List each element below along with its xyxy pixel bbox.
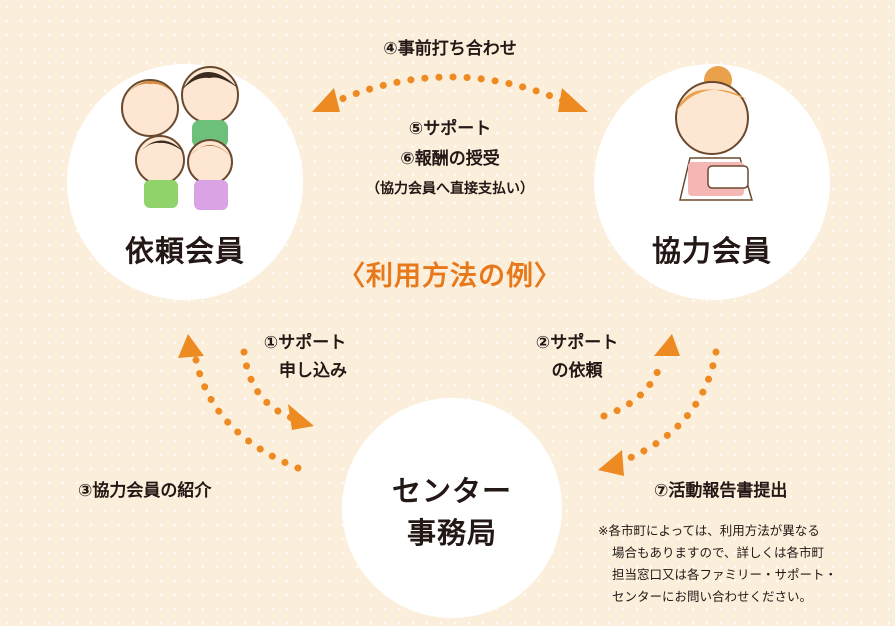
note-line-4: センターにお問い合わせください。 xyxy=(612,589,813,604)
helper-label: 協力会員 xyxy=(651,234,772,268)
step-5-label: ⑤サポート xyxy=(408,119,492,139)
diagram-title: 〈利用方法の例〉 xyxy=(338,261,562,292)
requester-label: 依頼会員 xyxy=(124,234,245,268)
step-6-note: （協力会員へ直接支払い） xyxy=(366,181,534,197)
step-2-label-line1: ②サポート xyxy=(535,333,619,353)
note-line-3: 担当窓口又は各ファミリー・サポート・ xyxy=(612,567,838,582)
arrow-request-support xyxy=(600,334,680,420)
step-3-label: ③協力会員の紹介 xyxy=(78,481,212,501)
arrow-introduce-helper xyxy=(178,334,302,472)
center-label-line1: センター xyxy=(391,474,512,508)
arrow-pre-meeting xyxy=(312,73,588,112)
step-1-label-line1: ①サポート xyxy=(263,333,347,353)
helper-illustration xyxy=(675,66,753,201)
step-1-label-line2: 申し込み xyxy=(279,361,347,381)
note-line-1: ※各市町によっては、利用方法が異なる xyxy=(598,523,820,538)
step-2-label-line2: の依頼 xyxy=(551,361,603,381)
step-4-label: ④事前打ち合わせ xyxy=(383,39,517,59)
family-illustration xyxy=(121,66,239,210)
step-6-label: ⑥報酬の授受 xyxy=(400,149,500,169)
step-7-label: ⑦活動報告書提出 xyxy=(654,481,788,501)
arrow-apply-support xyxy=(240,348,314,430)
arrow-activity-report xyxy=(598,348,720,476)
center-circle xyxy=(342,398,562,618)
center-label-line2: 事務局 xyxy=(406,516,497,550)
note-line-2: 場合もありますので、詳しくは各市町 xyxy=(612,545,825,560)
